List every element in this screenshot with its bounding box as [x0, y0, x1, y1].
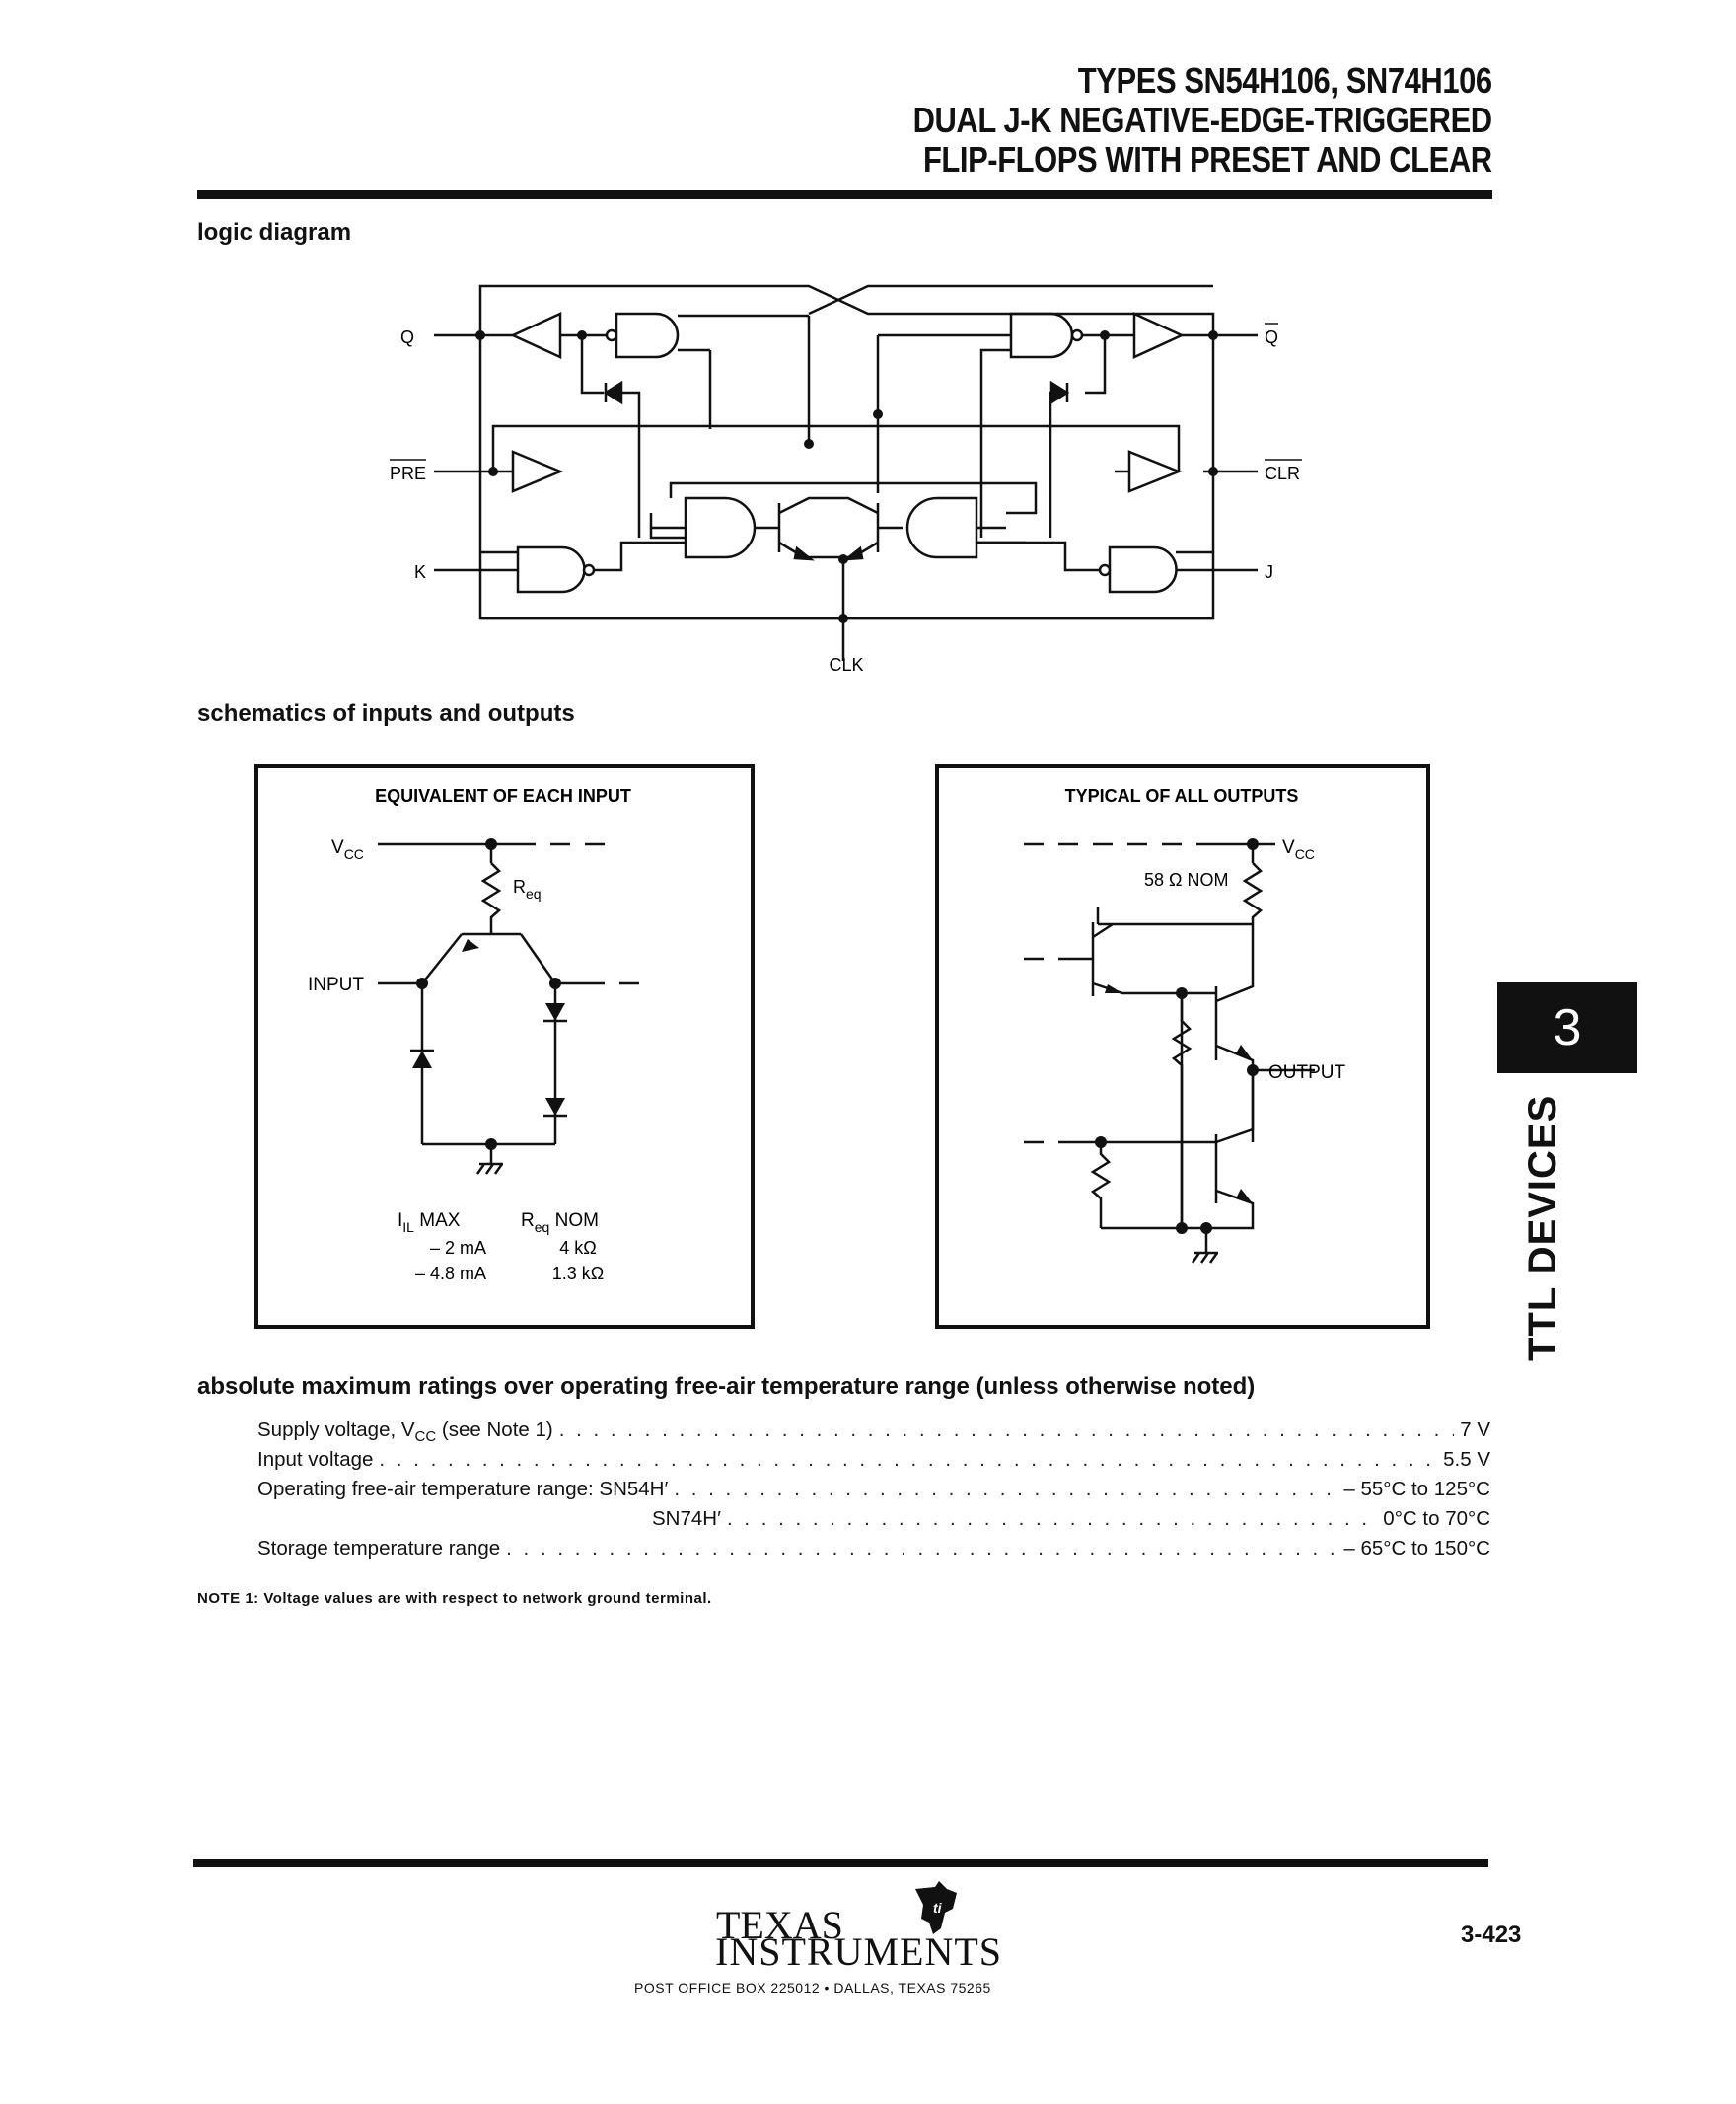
rating-value: 7 V: [1460, 1418, 1490, 1441]
req-head-sub: eq: [535, 1219, 550, 1235]
section-tab: [1497, 982, 1637, 1073]
rating-value: 5.5 V: [1443, 1448, 1490, 1471]
rating-row: Input voltage . . . . . . . . . . . . . …: [257, 1448, 1490, 1478]
ti-logo-line-1: TEXAS: [716, 1903, 843, 1947]
note-1: NOTE 1: Voltage values are with respect …: [197, 1590, 712, 1607]
req-head-r: R: [521, 1210, 535, 1231]
il-head-i: I: [398, 1210, 402, 1231]
svg-text:Req NOM: Req NOM: [521, 1210, 599, 1235]
label-q-bar: Q: [1265, 327, 1278, 347]
input-vcc-sub: CC: [344, 846, 364, 862]
title-line-2: DUAL J-K NEGATIVE-EDGE-TRIGGERED: [912, 100, 1493, 140]
input-schematic-box: EQUIVALENT OF EACH INPUT VCC Req INPUT I…: [254, 764, 755, 1329]
ti-logo-icon: ti: [915, 1881, 957, 1934]
rating-row: SN74H′ . . . . . . . . . . . . . . . . .…: [257, 1507, 1490, 1537]
input-label: INPUT: [308, 975, 364, 995]
svg-text:IIL MAX: IIL MAX: [398, 1210, 461, 1235]
bottom-rule: [193, 1859, 1488, 1867]
svg-text:Req: Req: [513, 877, 542, 902]
document-title: TYPES SN54H106, SN74H106 DUAL J-K NEGATI…: [912, 60, 1493, 180]
rating-row: Supply voltage, VCC (see Note 1) . . . .…: [257, 1418, 1490, 1448]
logic-diagram: Q Q PRE CLR K J CLK: [390, 284, 1302, 675]
rating-row: Storage temperature range . . . . . . . …: [257, 1537, 1490, 1566]
rating-value: – 65°C to 150°C: [1343, 1537, 1490, 1560]
schematics-heading: schematics of inputs and outputs: [197, 700, 575, 727]
rating-label: Supply voltage, VCC (see Note 1): [257, 1418, 553, 1446]
title-line-3: FLIP-FLOPS WITH PRESET AND CLEAR: [923, 139, 1492, 180]
il-head-rest: MAX: [414, 1210, 461, 1231]
il-head-sub: IL: [402, 1219, 414, 1235]
rating-label: Storage temperature range: [257, 1537, 501, 1560]
label-k: K: [414, 562, 426, 582]
req-row2: 1.3 kΩ: [552, 1264, 604, 1283]
input-req-sub: eq: [526, 886, 542, 902]
il-row2: – 4.8 mA: [415, 1264, 486, 1283]
req-row1: 4 kΩ: [559, 1238, 596, 1258]
output-schematic-box: TYPICAL OF ALL OUTPUTS: [935, 764, 1430, 1329]
label-clr: CLR: [1265, 464, 1300, 483]
rating-value: – 55°C to 125°C: [1343, 1478, 1490, 1500]
leader-dots: . . . . . . . . . . . . . . . . . . . . …: [558, 1418, 1455, 1441]
ratings-heading: absolute maximum ratings over operating …: [197, 1373, 1256, 1400]
input-vcc-v: V: [331, 837, 344, 858]
label-clk: CLK: [829, 655, 863, 675]
rating-label: Operating free-air temperature range: SN…: [257, 1478, 669, 1500]
rating-label: Input voltage: [257, 1448, 374, 1471]
leader-dots: . . . . . . . . . . . . . . . . . . . . …: [674, 1478, 1338, 1500]
svg-text:ti: ti: [933, 1900, 943, 1916]
svg-text:VCC: VCC: [331, 837, 364, 862]
req-head-rest: NOM: [549, 1210, 599, 1231]
label-pre: PRE: [390, 464, 426, 483]
footer-address: POST OFFICE BOX 225012 • DALLAS, TEXAS 7…: [634, 1980, 991, 1995]
top-rule: [197, 190, 1492, 199]
section-tab-label: TTL DEVICES: [1521, 1094, 1564, 1361]
rating-row: Operating free-air temperature range: SN…: [257, 1478, 1490, 1507]
output-nom: 58 Ω NOM: [1144, 870, 1228, 890]
ti-logo-line-2: INSTRUMENTS: [715, 1929, 1003, 1974]
output-vcc-sub: CC: [1295, 846, 1315, 862]
label-j: J: [1265, 562, 1273, 582]
leader-dots: . . . . . . . . . . . . . . . . . . . . …: [506, 1537, 1338, 1560]
rating-label: SN74H′: [652, 1507, 721, 1530]
input-box-title: EQUIVALENT OF EACH INPUT: [375, 786, 631, 806]
output-vcc-v: V: [1282, 837, 1295, 858]
section-number: 3: [1553, 999, 1582, 1056]
il-row1: – 2 mA: [430, 1238, 486, 1258]
logic-diagram-heading: logic diagram: [197, 219, 352, 246]
input-req-r: R: [513, 877, 526, 897]
output-box-title: TYPICAL OF ALL OUTPUTS: [1065, 786, 1299, 806]
ratings-list: Supply voltage, VCC (see Note 1) . . . .…: [257, 1418, 1490, 1566]
leader-dots: . . . . . . . . . . . . . . . . . . . . …: [726, 1507, 1377, 1530]
rating-value: 0°C to 70°C: [1383, 1507, 1490, 1530]
title-line-1: TYPES SN54H106, SN74H106: [1078, 60, 1492, 101]
page-number: 3-423: [1461, 1922, 1522, 1948]
svg-text:VCC: VCC: [1282, 837, 1315, 862]
leader-dots: . . . . . . . . . . . . . . . . . . . . …: [379, 1448, 1437, 1471]
label-q: Q: [400, 327, 414, 347]
output-label: OUTPUT: [1268, 1062, 1346, 1083]
